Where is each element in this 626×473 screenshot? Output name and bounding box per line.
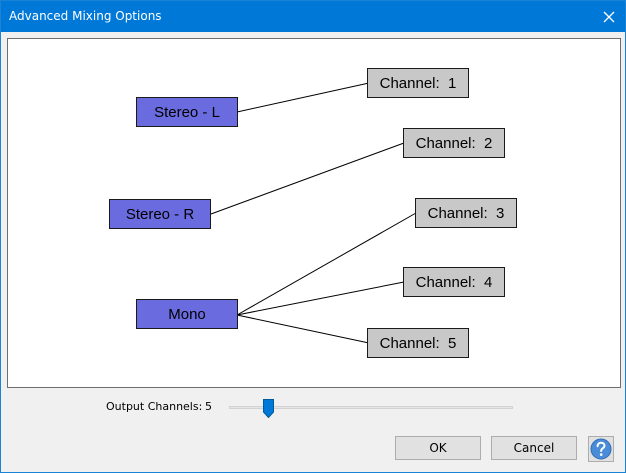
connection-lines [210, 82, 417, 344]
output-node-channel-1[interactable]: Channel: 1 [367, 68, 469, 98]
window-title: Advanced Mixing Options [9, 9, 162, 23]
output-channels-value: 5 [205, 400, 212, 413]
mixing-canvas[interactable]: Stereo - L Stereo - R Mono Channel: 1 Ch… [7, 38, 621, 388]
output-node-channel-4[interactable]: Channel: 4 [403, 267, 505, 297]
slider-thumb[interactable] [263, 399, 274, 418]
output-channels-slider[interactable] [229, 406, 513, 409]
connection-line [236, 314, 370, 344]
close-icon [603, 11, 615, 22]
connection-line [236, 82, 370, 113]
title-bar: Advanced Mixing Options [1, 1, 625, 32]
output-node-channel-3[interactable]: Channel: 3 [415, 198, 517, 228]
output-node-channel-5[interactable]: Channel: 5 [367, 328, 469, 358]
output-channels-label: Output Channels: [106, 400, 203, 413]
input-node-mono[interactable]: Mono [136, 299, 238, 329]
cancel-button[interactable]: Cancel [491, 436, 577, 460]
output-node-channel-2[interactable]: Channel: 2 [403, 128, 505, 158]
input-node-stereo-r[interactable]: Stereo - R [109, 199, 211, 229]
ok-button[interactable]: OK [395, 436, 481, 460]
help-icon[interactable] [588, 436, 614, 462]
connection-line [210, 142, 405, 215]
close-button[interactable] [593, 1, 625, 32]
connection-line [236, 281, 405, 316]
input-node-stereo-l[interactable]: Stereo - L [136, 97, 238, 127]
connection-line [236, 212, 417, 316]
